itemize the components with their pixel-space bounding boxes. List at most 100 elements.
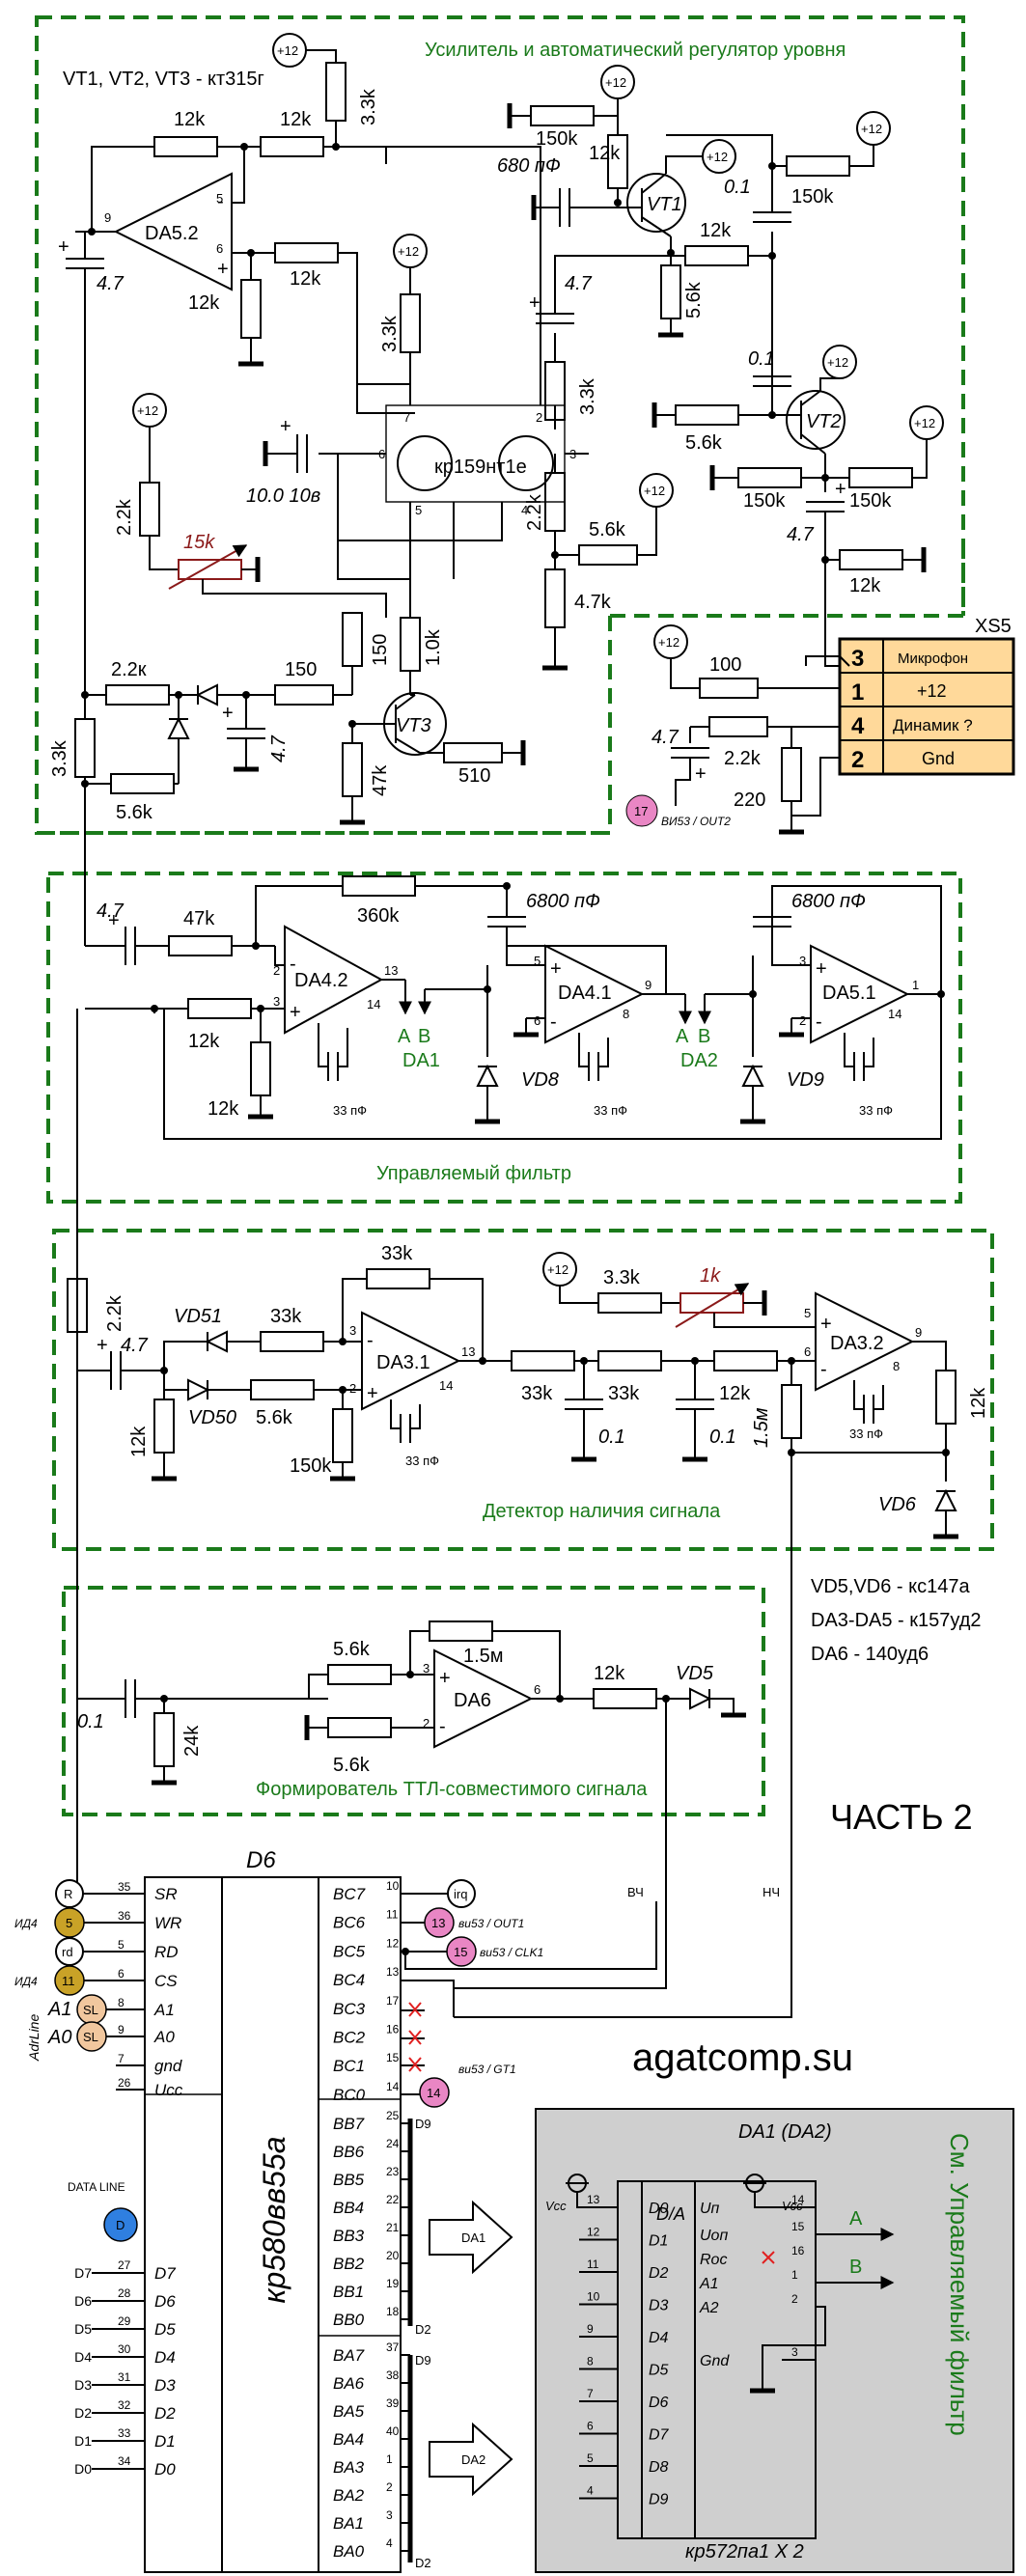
block-detector [52,1229,994,1551]
svg-text:10.0 10в: 10.0 10в [246,485,320,507]
d6-pin-num: 31 [118,2370,131,2384]
svg-text:A: A [676,1026,689,1047]
svg-text:ви53 / OUT1: ви53 / OUT1 [458,1917,524,1930]
dac-pin-label: Uп [700,2201,720,2217]
d6-a-pin-label: BA3 [333,2458,365,2477]
d6-b-pin-label: BB6 [333,2143,365,2161]
svg-text:+: + [439,1668,451,1689]
d6-a-pin-label: BA5 [333,2402,365,2421]
svg-text:+: + [816,958,827,980]
svg-text:2: 2 [799,1013,806,1028]
svg-text:6800 пФ: 6800 пФ [526,891,600,912]
d6-pin-label: WR [154,1914,181,1932]
svg-text:1.5м: 1.5м [751,1407,772,1448]
d6-b-pin-label: BB7 [333,2115,365,2133]
svg-text:SL: SL [83,2003,98,2017]
svg-text:B: B [698,1026,710,1047]
resistor-4-7k [544,568,566,628]
svg-text:3.3k: 3.3k [577,377,598,415]
d6-pin-label: D6 [154,2292,176,2311]
svg-text:ИД4: ИД4 [14,1917,38,1930]
svg-text:4: 4 [851,713,865,739]
svg-text:+: + [97,1335,108,1356]
svg-text:2: 2 [349,1381,356,1396]
dac-pin-num: 7 [587,2387,594,2400]
svg-text:+12: +12 [707,150,728,164]
svg-text:4.7: 4.7 [565,273,593,294]
svg-text:5: 5 [216,191,223,206]
d6-b-pin-label: BB4 [333,2199,364,2217]
d6-pin-num: 34 [118,2454,131,2468]
d6-pin-label: gnd [154,2057,182,2075]
svg-text:Микрофон: Микрофон [898,651,968,667]
svg-text:360k: 360k [357,905,400,927]
opamp-da41 [544,944,645,1044]
d6-pin-num: 26 [118,2076,131,2090]
svg-text:33 пФ: 33 пФ [594,1103,627,1118]
d6-c-pin-num: 12 [386,1936,400,1950]
svg-text:D/A: D/A [656,2204,685,2224]
svg-text:12k: 12k [594,1663,625,1684]
svg-text:150: 150 [285,659,317,680]
svg-text:Gnd: Gnd [922,749,955,768]
resistor-2-2k-pot [139,482,160,537]
dac-pin-label: A1 [699,2276,719,2292]
dac-pin-label: A2 [699,2300,719,2316]
svg-text:AdrLine: AdrLine [26,2014,42,2062]
svg-text:A0: A0 [47,2027,71,2048]
svg-text:НЧ: НЧ [763,1885,780,1899]
resistor-2-2k-h [105,684,170,706]
chip-d6: кр580вв55а [144,1876,402,2573]
svg-text:9: 9 [104,210,111,225]
d6-c-pin-num: 15 [386,2051,400,2064]
svg-text:D9: D9 [415,2117,431,2131]
d6-b-pin-label: BB3 [333,2227,365,2245]
svg-text:2: 2 [851,747,864,773]
note-da6: DA6 - 140уд6 [811,1644,929,1665]
svg-text:14: 14 [367,997,380,1011]
resistor-360k [342,875,416,897]
svg-text:+12: +12 [605,75,626,90]
svg-text:6800 пФ: 6800 пФ [791,891,866,912]
d6-pin-label: RD [154,1943,179,1961]
resistor-33k-det-b [511,1350,575,1371]
svg-text:DA4.1: DA4.1 [558,983,612,1004]
svg-text:4.7: 4.7 [97,900,125,922]
note-da: DA3-DA5 - к157уд2 [811,1610,982,1631]
d6-c-pin-num: 16 [386,2023,400,2036]
svg-text:ви53 / GT1: ви53 / GT1 [458,2063,516,2076]
resistor-5-6k-ttl-a [327,1664,392,1685]
svg-text:1k: 1k [700,1265,721,1287]
note-part: ЧАСТЬ 2 [830,1797,973,1837]
svg-text:VD6: VD6 [878,1494,917,1515]
block-filter [46,872,962,1204]
svg-text:DA5.1: DA5.1 [822,983,876,1004]
d6-c-pin-label: BC4 [333,1971,365,1989]
resistor-12k-fb [240,279,262,339]
svg-text:12k: 12k [188,1031,220,1052]
d6-pin-num: 27 [118,2258,131,2272]
resistor-24k [153,1712,175,1767]
transistor-vt1 [626,173,686,233]
resistor-3-3k-top [325,62,347,122]
svg-text:3.3k: 3.3k [379,315,401,352]
block-title-detector: Детектор наличия сигнала [483,1501,721,1522]
svg-text:DA4.2: DA4.2 [294,970,348,991]
resistor-3-3k-k159 [400,293,421,353]
d6-pin-num: 30 [118,2342,131,2356]
dac-pin-label: D6 [649,2395,669,2411]
d6-c-pin-label: BC7 [333,1885,366,1903]
svg-text:12k: 12k [128,1426,150,1457]
svg-text:150: 150 [370,634,391,666]
d6-b-pin-num: 20 [386,2249,400,2262]
d6-a-pin-num: 4 [386,2536,393,2550]
dac-pin-num: 1 [791,2268,798,2282]
svg-text:33k: 33k [381,1243,413,1264]
svg-text:+12: +12 [861,122,882,136]
svg-text:220: 220 [734,789,765,811]
svg-text:DA3.2: DA3.2 [830,1333,884,1354]
resistor-47k-f [168,935,233,956]
svg-text:4.7k: 4.7k [574,592,612,613]
dac-pin-num: 11 [587,2257,599,2271]
svg-text:+: + [58,236,69,258]
